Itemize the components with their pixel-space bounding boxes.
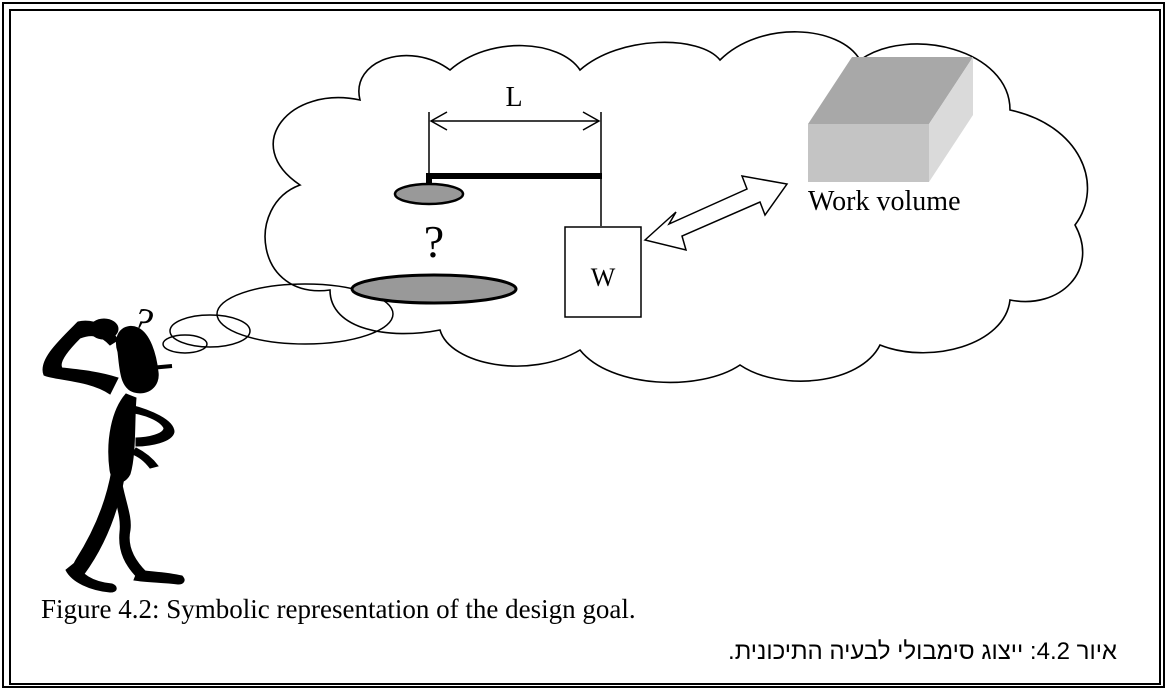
figure-right-leg — [111, 473, 147, 579]
work-volume-box — [808, 57, 973, 182]
figure-cigarette — [149, 364, 173, 370]
question-mark: ? — [424, 216, 444, 267]
figure-right-foot — [133, 569, 185, 585]
work-volume-label: Work volume — [808, 186, 961, 217]
double-arrow — [643, 175, 789, 252]
dimension-label: L — [505, 82, 522, 113]
dimension-l — [428, 111, 602, 226]
figure-hip-arm — [127, 404, 175, 447]
large-disc — [350, 273, 518, 305]
weight-label: W — [591, 263, 616, 292]
small-disc — [393, 182, 465, 206]
inner-border — [9, 9, 1161, 685]
work-volume-top — [808, 57, 973, 124]
figure-caption-english: Figure 4.2: Symbolic representation of t… — [41, 594, 636, 624]
thought-bubble-large — [216, 283, 394, 345]
figure-head — [116, 326, 159, 394]
work-volume-front — [808, 124, 929, 182]
figure-caption-hebrew: איור 4.2: ייצוג סימבולי לבעיה התיכונית. — [728, 638, 1117, 665]
figure-hip-hand — [131, 447, 159, 469]
dimension-arrow-head-right — [582, 111, 601, 131]
weight-box — [564, 226, 642, 318]
thinker-question-mark: ? — [126, 297, 156, 346]
thinking-figure — [42, 318, 185, 593]
work-volume-side — [929, 57, 973, 182]
thought-bubbles — [162, 283, 394, 354]
thought-bubble-medium — [169, 314, 251, 348]
thought-bubble-small — [162, 334, 208, 354]
figure-left-foot — [65, 561, 117, 593]
dimension-arrow-head-left — [429, 111, 448, 131]
figure-hand — [89, 318, 119, 340]
